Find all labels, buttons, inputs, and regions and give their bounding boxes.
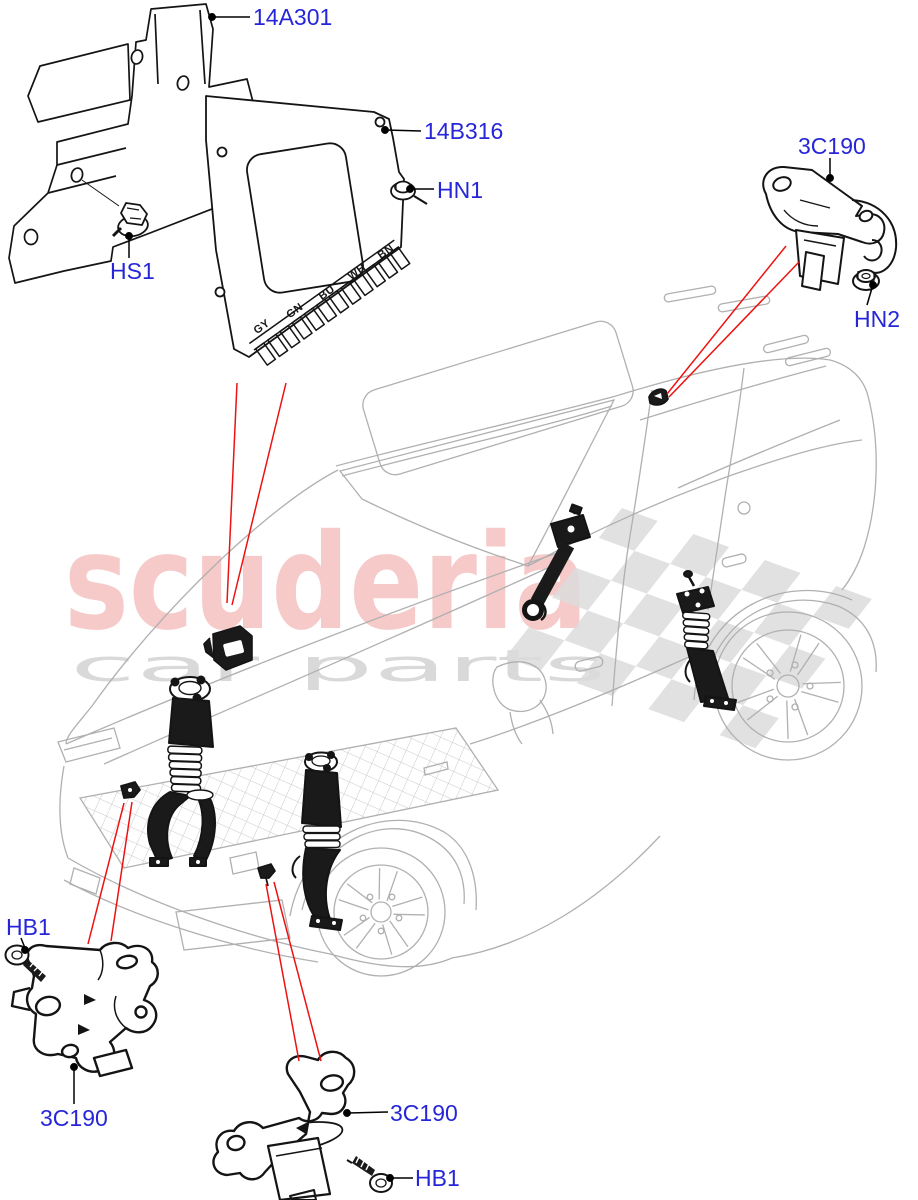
rear-left-shock-drawing: [522, 503, 591, 622]
hood-module-clip-drawing: [203, 625, 253, 671]
bumper-clip-drawing: [257, 863, 276, 887]
sensor-3c190-bottom-mid-drawing: [212, 1050, 356, 1200]
watermark-brand-text: scuderia: [64, 506, 588, 660]
module-14b316-drawing: [205, 95, 411, 366]
part-label-hb1-mid[interactable]: HB1: [415, 1165, 460, 1191]
part-label-hs1[interactable]: HS1: [110, 258, 155, 284]
screw-hb1-mid-drawing: [346, 1156, 393, 1193]
part-label-hn1[interactable]: HN1: [437, 177, 484, 203]
sensor-3c190-top-drawing: [762, 165, 898, 291]
bolt-hs1-drawing: [111, 202, 149, 238]
roof-clip-drawing: [648, 388, 669, 406]
part-label-hb1-left[interactable]: HB1: [6, 914, 51, 940]
sensor-3c190-bottom-left-drawing: [10, 941, 159, 1078]
callout-lines: [87, 245, 800, 1062]
part-drawings: [4, 3, 898, 1200]
part-label-14a301[interactable]: 14A301: [253, 4, 333, 30]
part-label-3c190-mid[interactable]: 3C190: [390, 1100, 458, 1126]
part-label-hn2[interactable]: HN2: [854, 306, 901, 332]
leader-lines: [20, 13, 877, 1182]
part-label-14b316[interactable]: 14B316: [424, 118, 504, 144]
front-right-air-strut-drawing: [291, 751, 343, 931]
part-label-3c190-left[interactable]: 3C190: [40, 1105, 108, 1131]
front-wheel: [316, 847, 446, 977]
front-left-air-strut-drawing: [147, 675, 216, 867]
rear-right-air-strut-drawing: [676, 570, 737, 711]
part-label-3c190-top[interactable]: 3C190: [798, 133, 866, 159]
nut-hn1-drawing: [390, 180, 428, 205]
